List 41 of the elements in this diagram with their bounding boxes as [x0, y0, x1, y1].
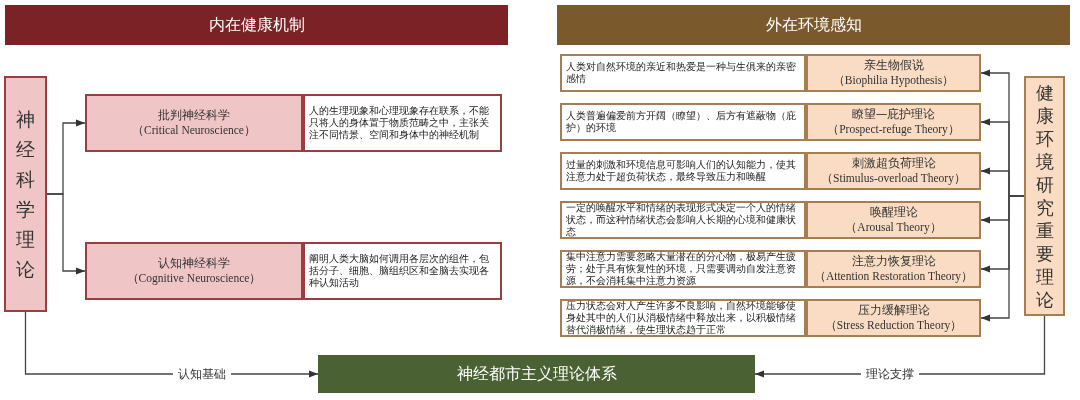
edge-label: 理论支撑: [860, 365, 919, 383]
english-name: （Stimulus-overload Theory）: [821, 171, 966, 186]
theory-name: 压力缓解理论: [857, 303, 930, 318]
theory-name: 刺激超负荷理论: [851, 156, 936, 171]
english-name: （Attention Restoration Theory）: [813, 269, 974, 284]
description-box: 一定的唤醒水平和情绪的表现形式决定一个人的情绪状态，而这种情绪状态会影响人长期的心境和健康状态: [560, 201, 806, 239]
english-name: （Critical Neuroscience）: [132, 123, 256, 138]
header-band: 内在健康机制: [5, 5, 508, 45]
description-box: 阐明人类大脑如何调用各层次的组件，包括分子、细胞、脑组织区和全脑去实现各种认知活动: [303, 242, 502, 300]
english-name: （Prospect-refuge Theory）: [827, 122, 960, 137]
arrow: [980, 195, 1025, 322]
theory-name: 瞭望—庇护理论: [851, 107, 936, 122]
edge-label: 认知基础: [172, 365, 231, 383]
english-name: （Cognitive Neuroscience）: [126, 271, 262, 286]
english-name: （Arousal Theory）: [845, 220, 942, 235]
english-name: （Stress Reduction Theory）: [824, 318, 963, 333]
theory-name: 唤醒理论: [869, 205, 918, 220]
theory-name: 亲生物假说: [863, 58, 924, 73]
english-name: （Biophilia Hypothesis）: [832, 73, 955, 88]
theory-name: 认知神经科学: [158, 256, 230, 271]
theory-box: [85, 94, 303, 152]
result-box: 神经都市主义理论体系: [318, 355, 755, 393]
theory-box: [806, 152, 981, 190]
theory-box: [806, 299, 981, 337]
arrow: [46, 193, 86, 275]
theory-box: [806, 54, 981, 92]
description-box: 人的生理现象和心理现象存在联系，不能只将人的身体置于物质范畴之中，主张关注不同情景、空间和身体中的神经机制: [303, 94, 502, 152]
category-box: 健康环境研究重要理论: [1024, 76, 1065, 316]
description-box: 人类对自然环境的亲近和热爱是一种与生俱来的亲密感情: [560, 54, 806, 92]
description-box: 过量的刺激和环境信息可影响人们的认知能力，使其注意力处于超负荷状态，最终导致压力和唤醒: [560, 152, 806, 190]
theory-box: [806, 201, 981, 239]
theory-box: [85, 242, 303, 300]
description-box: 集中注意力需要忽略大量潜在的分心物，极易产生疲劳；处于具有恢复性的环境，只需要调动自发注意资源，不会消耗集中注意力资源: [560, 250, 806, 288]
theory-box: [806, 103, 981, 141]
theory-box: [806, 250, 981, 288]
description-box: 压力状态会对人产生许多不良影响，自然环境能够使身处其中的人们从消极情绪中释放出来，以积极情绪替代消极情绪，使生理状态趋于正常: [560, 299, 806, 337]
category-box: 神经科学理论: [4, 76, 47, 312]
description-box: 人类普遍偏爱前方开阔（瞭望）、后方有遮蔽物（庇护）的环境: [560, 103, 806, 141]
theory-name: 注意力恢复理论: [851, 254, 936, 269]
theory-name: 批判神经科学: [158, 108, 230, 123]
header-band: 外在环境感知: [557, 5, 1070, 45]
